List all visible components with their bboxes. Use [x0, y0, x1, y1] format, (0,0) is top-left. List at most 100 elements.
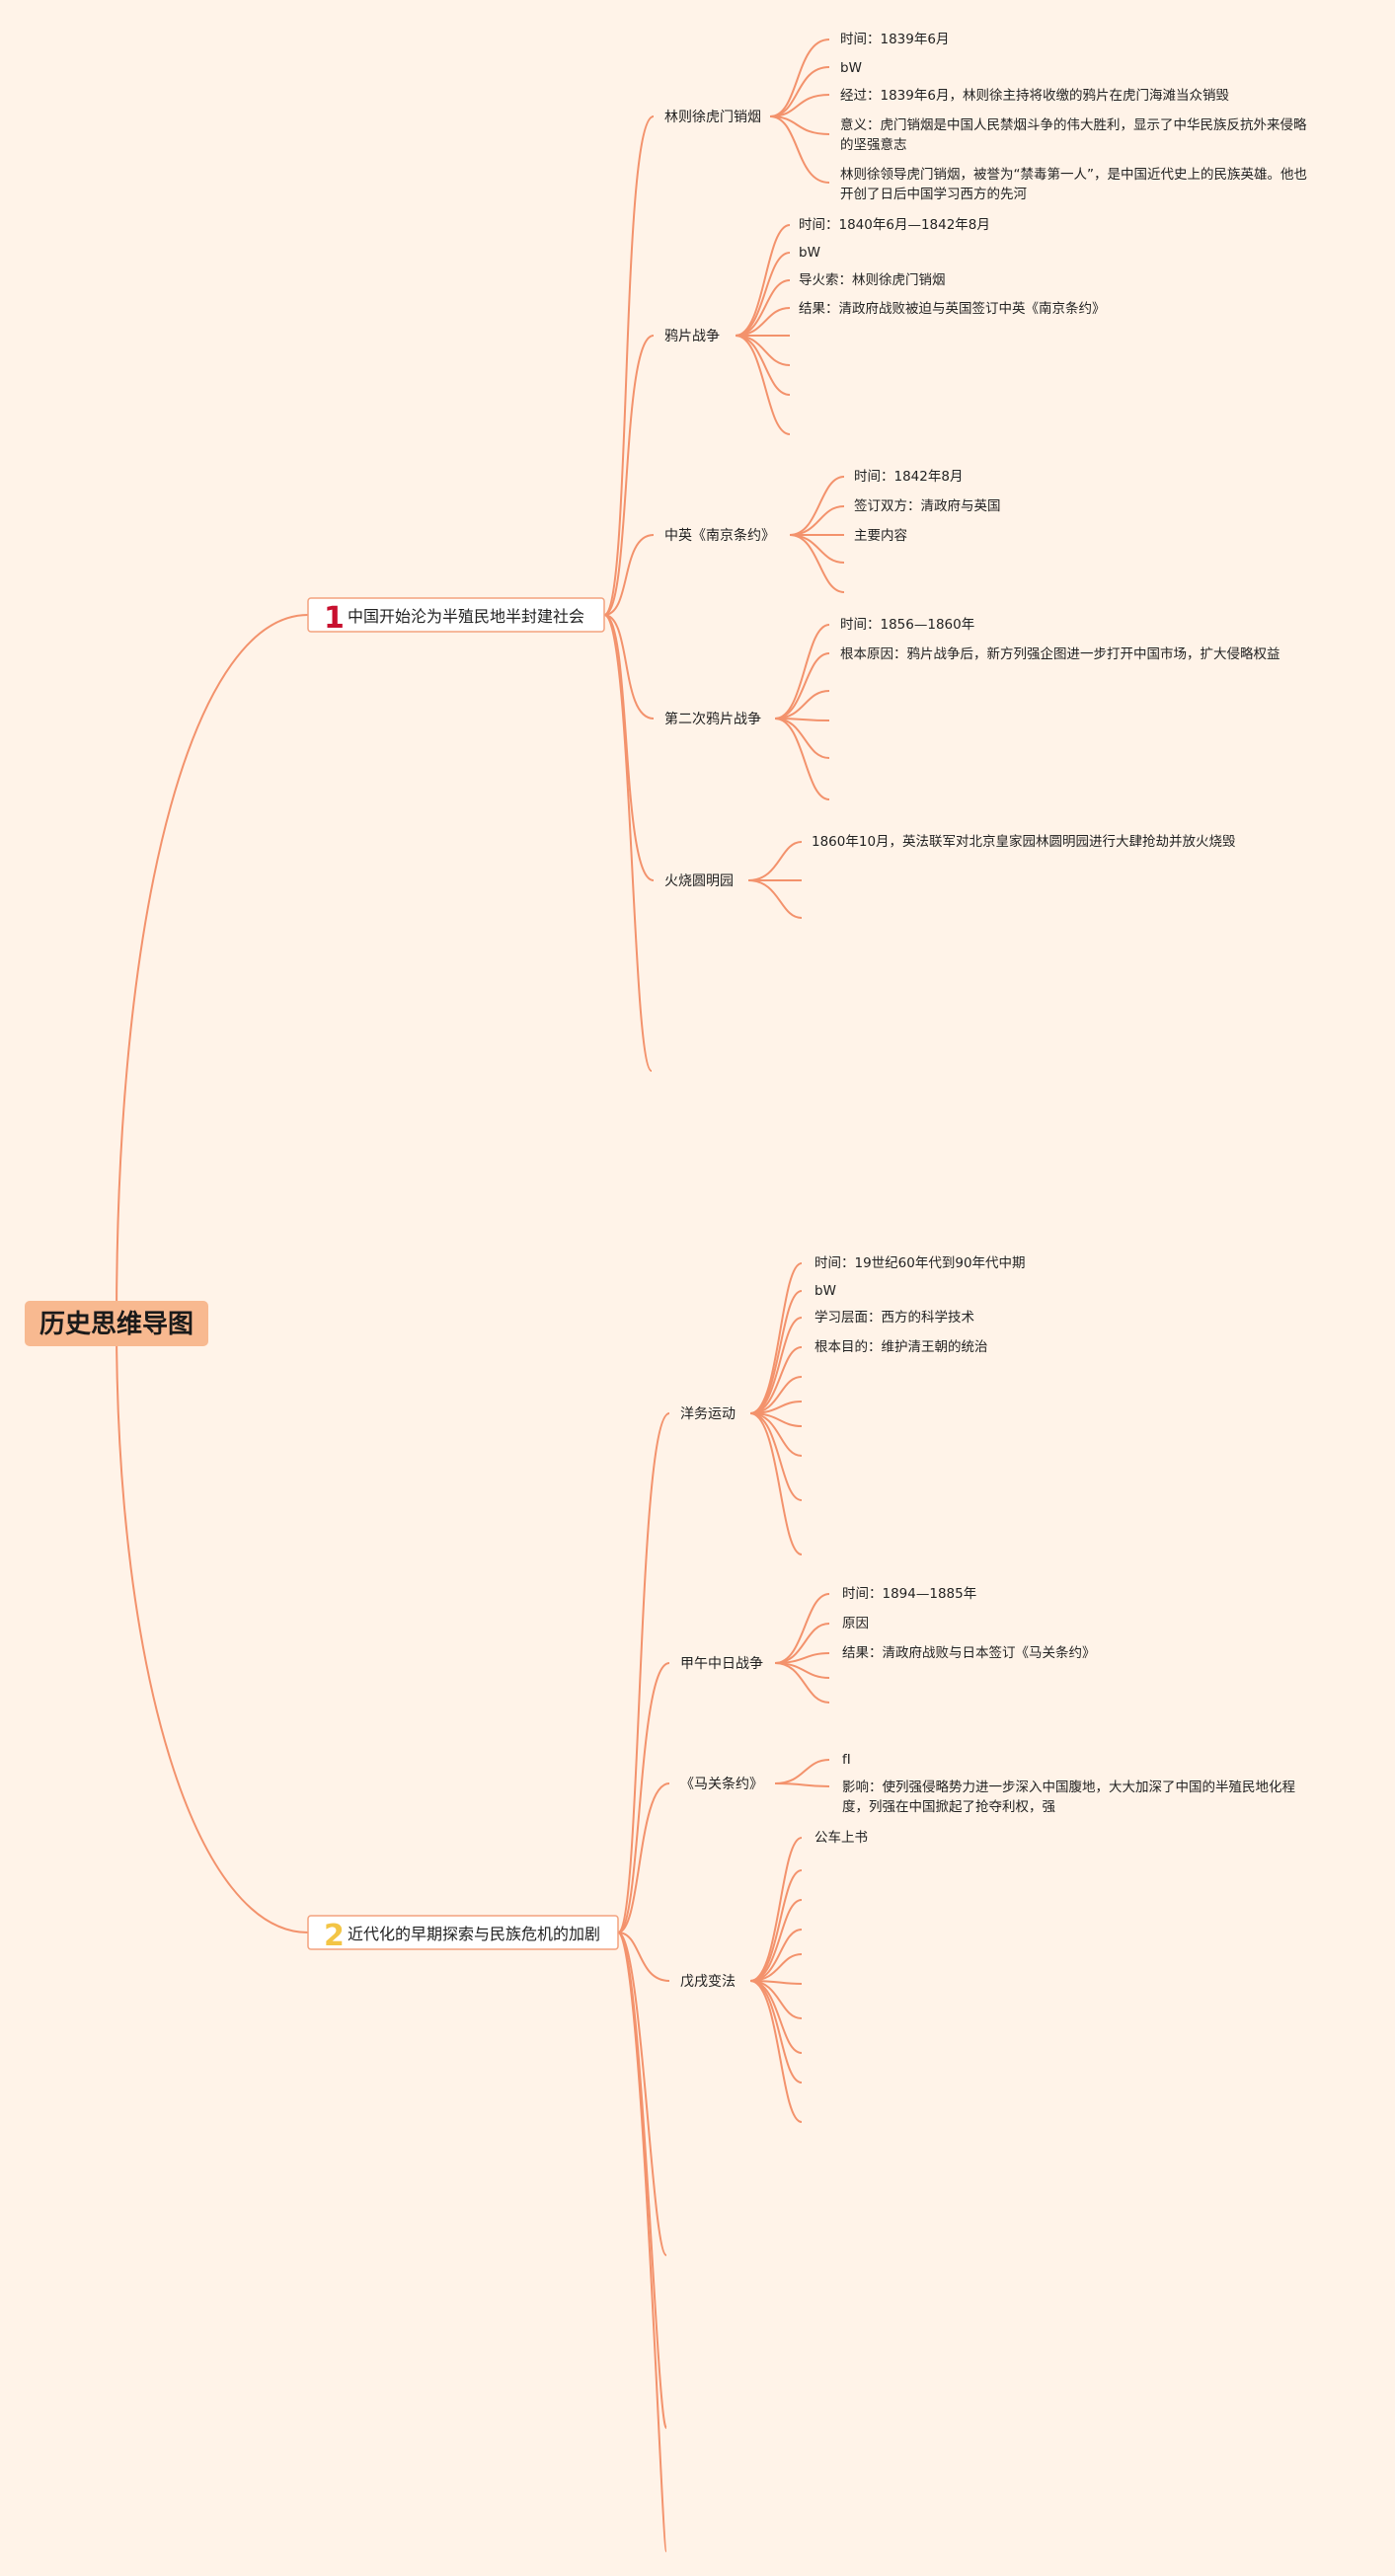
leaf-text: fI	[842, 1752, 851, 1768]
root-title: 历史思维导图	[39, 1309, 194, 1339]
link-root-branch-2	[116, 1322, 309, 1933]
link-b2-e3	[617, 1932, 667, 2552]
leaf-text: 时间：1839年6月	[840, 32, 949, 47]
branch-1-label: 中国开始沦为半殖民地半封建社会	[348, 607, 584, 626]
leaf-text-line: 影响：使列强侵略势力进一步深入中国腹地，大大加深了中国的半殖民地化程	[842, 1779, 1295, 1795]
leaf-text: 主要内容	[854, 527, 907, 544]
branch-node-1[interactable]: 1 中国开始沦为半殖民地半封建社会	[307, 597, 605, 636]
leaf-text: 根本原因：鸦片战争后，新方列强企图进一步打开中国市场，扩大侵略权益	[840, 645, 1280, 662]
link-b2t4-e1	[749, 1869, 803, 1982]
link-b2-t2	[617, 1662, 670, 1933]
link-b2t1-l3	[749, 1317, 803, 1414]
leaf-text: 公车上书	[814, 1829, 868, 1846]
leaf-text: 签订双方：清政府与英国	[854, 497, 1001, 514]
leaf-text: 经过：1839年6月，林则徐主持将收缴的鸦片在虎门海滩当众销毁	[840, 87, 1229, 104]
link-t1-l1	[769, 38, 830, 117]
link-t1-l5	[769, 115, 830, 184]
link-b2-t1	[617, 1412, 670, 1933]
link-b2-t4	[617, 1932, 670, 1982]
link-b1-t4	[603, 614, 655, 720]
link-b2t3-l1	[774, 1759, 830, 1784]
link-b2-e1	[617, 1932, 667, 2256]
link-t2-e3	[735, 335, 791, 396]
topic-second-opium-war[interactable]: 第二次鸦片战争	[664, 711, 761, 727]
topic-opium-war[interactable]: 鸦片战争	[664, 328, 720, 344]
leaf-text: 学习层面：西方的科学技术	[814, 1310, 974, 1326]
link-b1-t1	[603, 115, 655, 616]
leaf-text: bW	[814, 1283, 836, 1299]
link-b2t1-l4	[749, 1346, 803, 1414]
link-b2t4-l1	[749, 1837, 803, 1982]
link-t4-e4	[774, 718, 830, 800]
leaf-text: 时间：1894—1885年	[842, 1586, 976, 1602]
link-b2t4-e9	[749, 1980, 803, 2123]
topic-shimonoseki-treaty[interactable]: 《马关条约》	[680, 1776, 763, 1792]
leaf-text: 林则徐领导虎门销烟，被誉为“禁毒第一人”，是中国近代史上的民族英雄。他也 开创了…	[840, 166, 1311, 202]
topic-sino-japanese-war[interactable]: 甲午中日战争	[680, 1656, 763, 1672]
link-b1-t5	[603, 614, 655, 881]
link-b1-t2	[603, 335, 655, 616]
branch-1-number: 1	[324, 601, 345, 636]
link-b2t4-e6	[749, 1980, 803, 2019]
leaf-text: 时间：1840年6月—1842年8月	[799, 217, 990, 233]
topic-westernization[interactable]: 洋务运动	[680, 1406, 736, 1422]
link-b2t2-l2	[774, 1623, 830, 1664]
leaf-text-line: 林则徐领导虎门销烟，被誉为“禁毒第一人”，是中国近代史上的民族英雄。他也	[840, 166, 1307, 183]
leaf-text: 1860年10月，英法联军对北京皇家园林圆明园进行大肆抢劫并放火烧毁	[812, 833, 1236, 850]
leaf-text-line: 意义：虎门销烟是中国人民禁烟斗争的伟大胜利，显示了中华民族反抗外来侵略	[840, 116, 1307, 133]
topic-yuanmingyuan[interactable]: 火烧圆明园	[664, 873, 734, 889]
branch-node-2[interactable]: 2 近代化的早期探索与民族危机的加剧	[307, 1915, 619, 1953]
link-b2t3-l2	[774, 1782, 830, 1787]
link-b2-t3	[617, 1782, 670, 1933]
link-t5-e2	[747, 879, 803, 919]
link-t2-e4	[735, 335, 791, 435]
leaf-text: 根本目的：维护清王朝的统治	[814, 1339, 988, 1355]
link-b2t2-e2	[774, 1662, 830, 1704]
link-b2t1-e4	[749, 1412, 803, 1457]
topic-hundred-days-reform[interactable]: 戊戌变法	[680, 1974, 736, 1990]
link-t4-e1	[774, 690, 830, 720]
link-root-branch-1	[116, 614, 309, 1324]
link-t2-l1	[735, 224, 791, 337]
branch-2-label: 近代化的早期探索与民族危机的加剧	[348, 1925, 600, 1943]
link-b2t2-e1	[774, 1662, 830, 1679]
leaf-text: 影响：使列强侵略势力进一步深入中国腹地，大大加深了中国的半殖民地化程 度，列强在…	[842, 1779, 1299, 1815]
link-t1-l3	[769, 94, 830, 117]
leaf-text: 意义：虎门销烟是中国人民禁烟斗争的伟大胜利，显示了中华民族反抗外来侵略 的坚强意…	[840, 116, 1311, 153]
leaf-text: 结果：清政府战败被迫与英国签订中英《南京条约》	[799, 300, 1106, 317]
connector-lines	[116, 38, 845, 2552]
link-t3-l1	[789, 476, 845, 536]
topic-lin-zexu[interactable]: 林则徐虎门销烟	[664, 110, 761, 125]
link-t4-e3	[774, 718, 830, 759]
link-b2t4-e2	[749, 1899, 803, 1982]
leaf-text: 导火索：林则徐虎门销烟	[799, 272, 946, 288]
leaf-text: 结果：清政府战败与日本签订《马关条约》	[842, 1644, 1096, 1661]
link-b1-empty	[603, 614, 653, 1072]
root-node[interactable]: 历史思维导图	[25, 1301, 208, 1346]
leaf-text-line: 的坚强意志	[840, 136, 907, 153]
link-b2-e2	[617, 1932, 667, 2429]
link-b2t2-l1	[774, 1593, 830, 1664]
link-t2-l2	[735, 252, 791, 337]
leaf-text: 时间：1856—1860年	[840, 617, 974, 633]
branch-2-number: 2	[324, 1919, 345, 1953]
topic-nanjing-treaty[interactable]: 中英《南京条约》	[664, 527, 775, 544]
link-b2t1-l2	[749, 1290, 803, 1414]
link-b1-t3	[603, 534, 655, 616]
link-t1-l4	[769, 115, 830, 135]
leaf-text-line: 度，列强在中国掀起了抢夺利权，强	[842, 1798, 1055, 1815]
leaf-text: bW	[799, 245, 820, 261]
link-t5-l1	[747, 841, 803, 881]
link-b2t1-e6	[749, 1412, 803, 1555]
link-t4-l1	[774, 624, 830, 720]
leaf-text: bW	[840, 60, 862, 76]
link-b2t1-e5	[749, 1412, 803, 1501]
leaf-text: 时间：1842年8月	[854, 469, 963, 485]
link-t3-e2	[789, 534, 845, 593]
link-b2t1-l1	[749, 1262, 803, 1414]
link-t4-l2	[774, 652, 830, 720]
leaf-text: 原因	[842, 1616, 869, 1631]
leaf-text: 时间：19世纪60年代到90年代中期	[814, 1255, 1026, 1271]
leaf-text-line: 开创了日后中国学习西方的先河	[840, 187, 1027, 202]
